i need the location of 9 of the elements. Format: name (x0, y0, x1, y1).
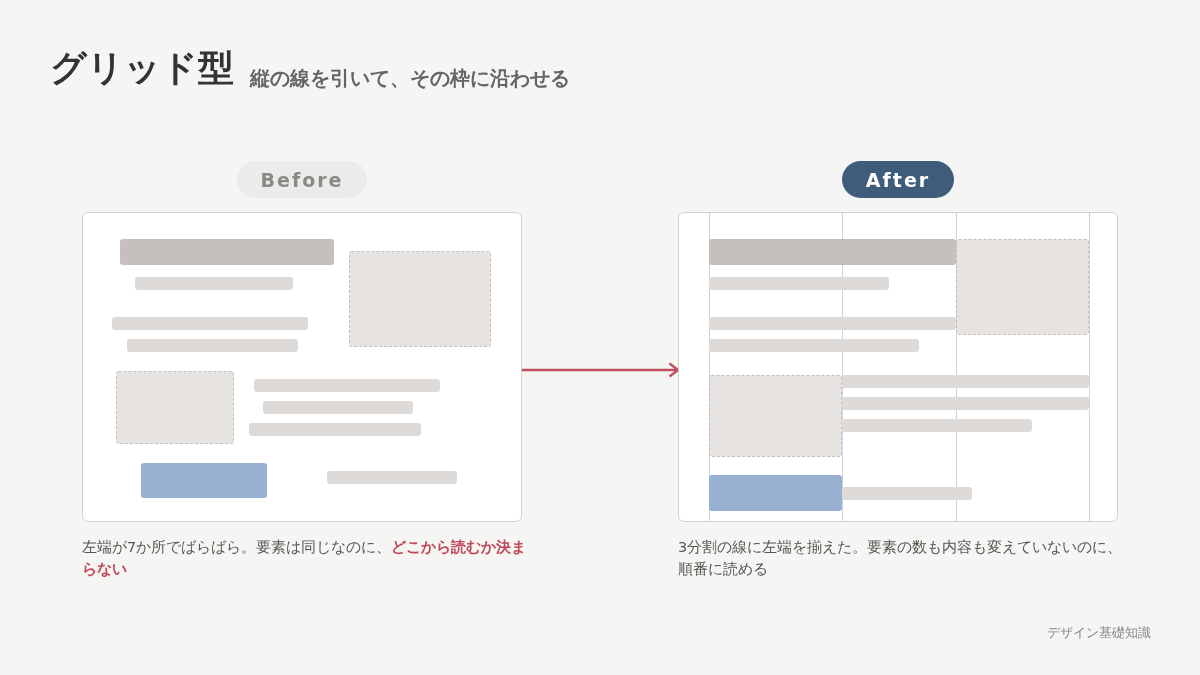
wireframe-panel (678, 212, 1118, 522)
caption-text: 左端が7か所でばらばら。要素は同じなのに、どこから読むか決まらない (82, 538, 528, 579)
subtitle: 縦の線を引いて、その枠に沿わせる (250, 65, 570, 92)
footer-text: デザイン基礎知識 (1047, 624, 1151, 642)
title: グリッド型 (50, 46, 234, 90)
arrow (522, 362, 680, 378)
caption-text: 3分割の線に左端を揃えた。要素の数も内容も変えていないのに、順番に読める (678, 538, 1124, 579)
state-label-pill: Before (237, 161, 367, 198)
state-label-pill: After (842, 161, 954, 198)
